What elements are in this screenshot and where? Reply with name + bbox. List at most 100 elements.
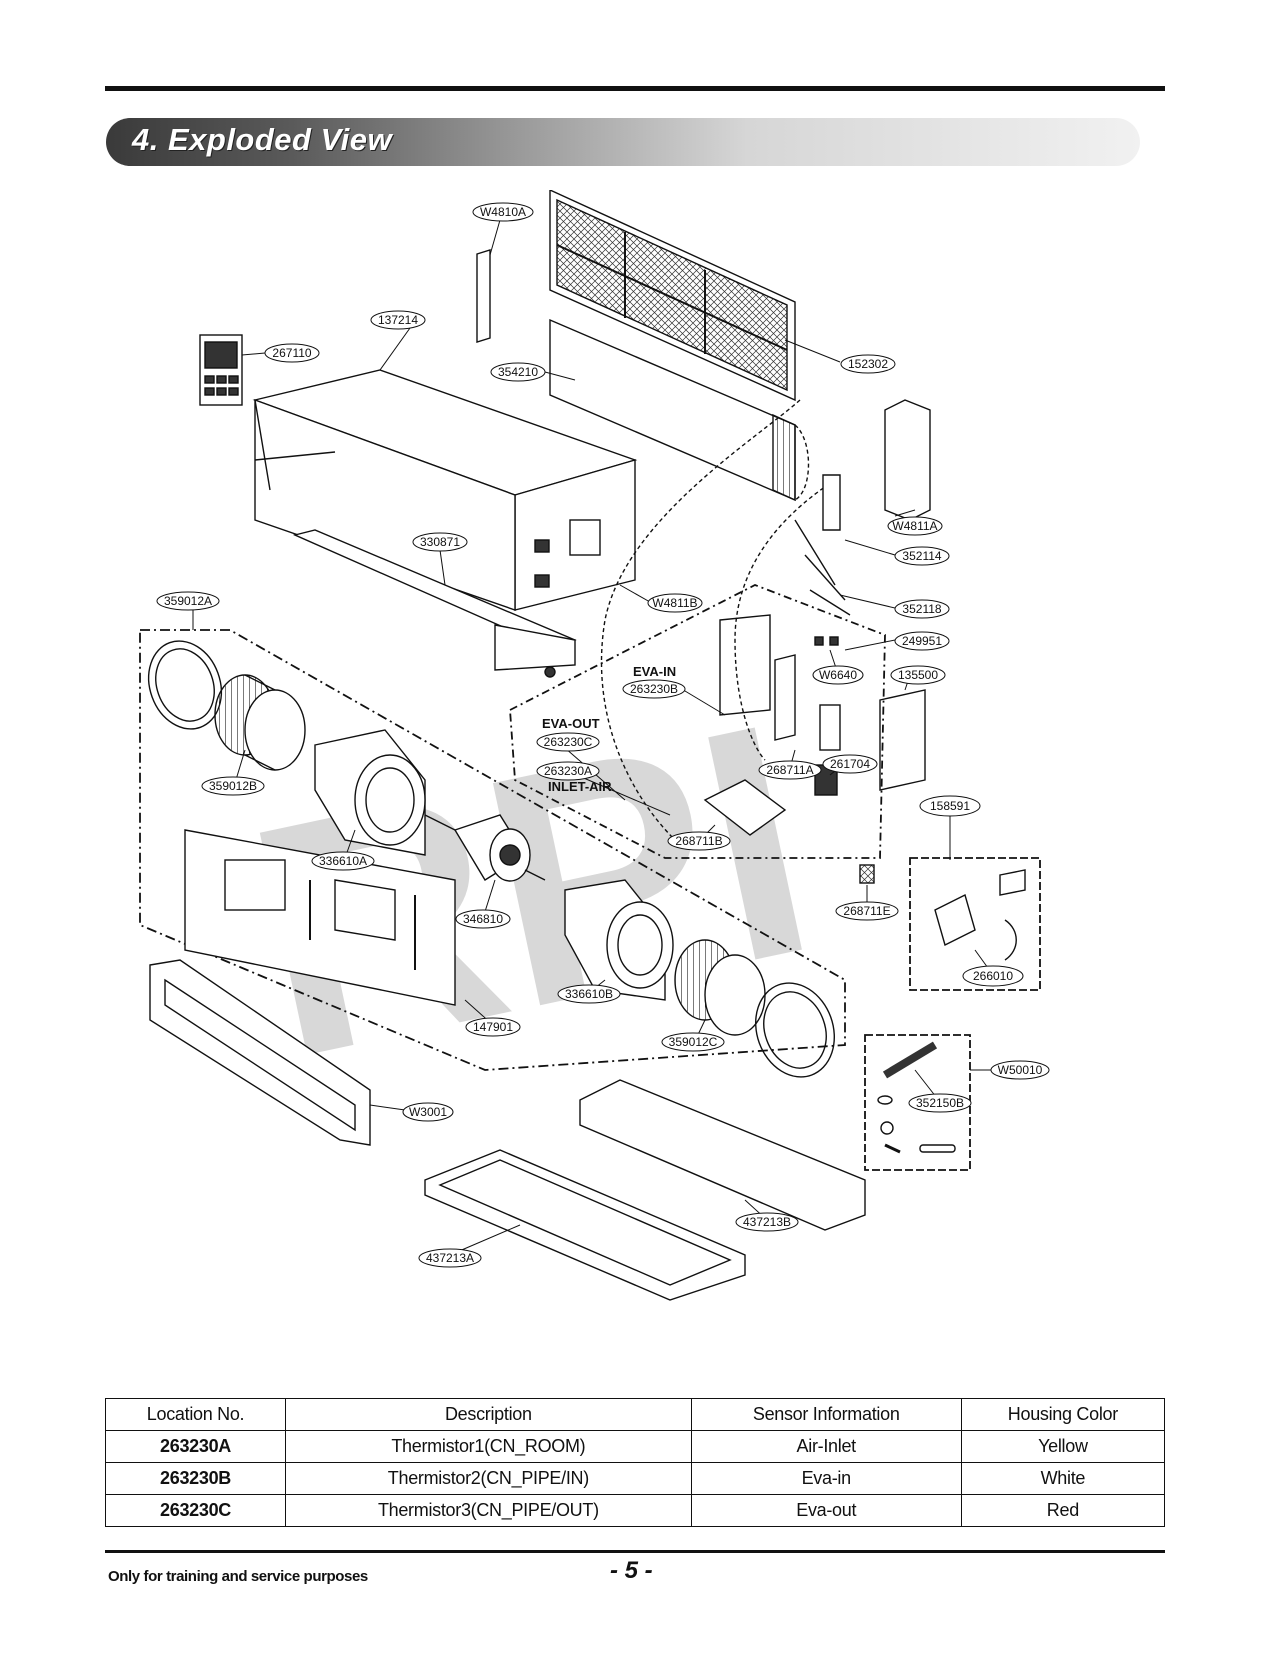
svg-text:336610A: 336610A (319, 854, 367, 868)
callout-359012b: 359012B (201, 776, 265, 796)
svg-text:359012B: 359012B (209, 779, 257, 793)
svg-text:268711E: 268711E (843, 904, 890, 918)
callout-w6640: W6640 (812, 665, 864, 685)
cell-location: 263230B (104, 1462, 287, 1495)
callout-336610a: 336610A (311, 851, 375, 871)
table-header-row: Location No. Description Sensor Informat… (104, 1398, 1166, 1431)
svg-text:W3001: W3001 (409, 1105, 447, 1119)
callout-352118: 352118 (894, 599, 950, 619)
label-inlet-air: INLET-AIR (548, 779, 612, 794)
svg-text:263230C: 263230C (544, 735, 593, 749)
front-panel (184, 829, 456, 1006)
cell-color: White (960, 1462, 1166, 1495)
cell-description: Thermistor3(CN_PIPE/OUT) (285, 1494, 692, 1527)
fan-ring-left (147, 640, 223, 730)
cell-sensor: Air-Inlet (690, 1430, 962, 1463)
svg-text:137214: 137214 (378, 313, 418, 327)
pcb-board (703, 779, 787, 836)
svg-text:W4810A: W4810A (480, 205, 526, 219)
svg-text:W6640: W6640 (819, 668, 857, 682)
svg-text:W50010: W50010 (998, 1063, 1043, 1077)
callout-w4810a: W4810A (472, 202, 534, 222)
page-number: - 5 - (610, 1557, 653, 1584)
blower-housing-right (564, 879, 674, 1001)
top-rule (105, 86, 1165, 91)
fan-wheel-right (674, 939, 766, 1036)
header-sensor: Sensor Information (690, 1398, 962, 1431)
callout-w4811b: W4811B (647, 593, 703, 613)
callout-437213b: 437213B (735, 1212, 799, 1232)
callout-266010: 266010 (962, 965, 1024, 987)
callout-263230c: 263230C (536, 732, 600, 752)
callout-152302: 152302 (840, 354, 896, 374)
svg-text:336610B: 336610B (565, 987, 613, 1001)
section-title: 4. Exploded View (132, 122, 393, 157)
callout-352114: 352114 (894, 546, 950, 566)
cell-location: 263230C (104, 1494, 287, 1527)
svg-text:359012C: 359012C (669, 1035, 718, 1049)
svg-text:158591: 158591 (930, 799, 970, 813)
cell-color: Red (960, 1494, 1166, 1527)
callout-147901: 147901 (465, 1017, 521, 1037)
remote-controller (199, 334, 243, 406)
header-description: Description (285, 1398, 692, 1431)
table-row: 263230B Thermistor2(CN_PIPE/IN) Eva-in W… (104, 1462, 1166, 1495)
callout-352150b: 352150B (908, 1093, 972, 1113)
svg-text:359012A: 359012A (164, 594, 212, 608)
eva-in-sensor (822, 474, 841, 531)
callout-268711e: 268711E (835, 901, 899, 921)
cell-description: Thermistor2(CN_PIPE/IN) (285, 1462, 692, 1495)
callout-267110: 267110 (264, 343, 320, 363)
control-box (719, 614, 926, 791)
callout-437213a: 437213A (418, 1248, 482, 1268)
svg-text:268711B: 268711B (675, 834, 722, 848)
fan-motor (424, 814, 546, 882)
cover-panel-437213a (424, 1149, 746, 1301)
callout-249951: 249951 (894, 631, 950, 651)
electrical-assembly-frame (509, 584, 886, 859)
callout-w50010: W50010 (990, 1060, 1050, 1080)
svg-text:268711A: 268711A (766, 763, 813, 777)
svg-text:346810: 346810 (463, 912, 503, 926)
cell-sensor: Eva-out (690, 1494, 962, 1527)
svg-text:354210: 354210 (498, 365, 538, 379)
bottom-frame (149, 959, 371, 1146)
callout-158591: 158591 (919, 795, 981, 817)
fan-ring-right (754, 982, 836, 1078)
connector-268711e (859, 864, 875, 884)
label-eva-in: EVA-IN (633, 664, 676, 679)
svg-text:352150B: 352150B (916, 1096, 964, 1110)
svg-text:352114: 352114 (902, 549, 941, 563)
svg-text:147901: 147901 (473, 1020, 513, 1034)
cell-sensor: Eva-in (690, 1462, 962, 1495)
filter-grille (549, 190, 796, 402)
svg-text:W4811A: W4811A (892, 519, 937, 533)
drain-pump (934, 869, 1026, 961)
table-row: 263230A Thermistor1(CN_ROOM) Air-Inlet Y… (104, 1430, 1166, 1463)
svg-text:135500: 135500 (898, 668, 938, 682)
svg-text:437213A: 437213A (426, 1251, 474, 1265)
footer-note: Only for training and service purposes (108, 1568, 368, 1585)
table-row: 263230C Thermistor3(CN_PIPE/OUT) Eva-out… (104, 1494, 1166, 1527)
callout-330871: 330871 (412, 532, 468, 552)
fan-assembly-frame (139, 629, 846, 1071)
heat-exchanger (549, 318, 810, 502)
svg-text:249951: 249951 (902, 634, 942, 648)
bracket-w4810a (476, 249, 491, 343)
cell-description: Thermistor1(CN_ROOM) (285, 1430, 692, 1463)
svg-text:152302: 152302 (848, 357, 888, 371)
sensor-table: Location No. Description Sensor Informat… (104, 1398, 1166, 1527)
cell-location: 263230A (104, 1430, 287, 1463)
svg-text:267110: 267110 (272, 346, 311, 360)
svg-text:W4811B: W4811B (652, 596, 697, 610)
callout-263230a: 263230A (536, 761, 600, 781)
bottom-rule (105, 1550, 1165, 1553)
callout-w3001: W3001 (402, 1102, 454, 1122)
blower-housing-left (314, 729, 426, 856)
cabinet-housing (252, 369, 638, 611)
svg-text:261704: 261704 (830, 757, 870, 771)
callout-346810: 346810 (455, 909, 511, 929)
cell-color: Yellow (960, 1430, 1166, 1463)
drain-pump-frame (909, 857, 1041, 991)
exploded-view-diagram: RPI (139, 190, 1050, 1301)
